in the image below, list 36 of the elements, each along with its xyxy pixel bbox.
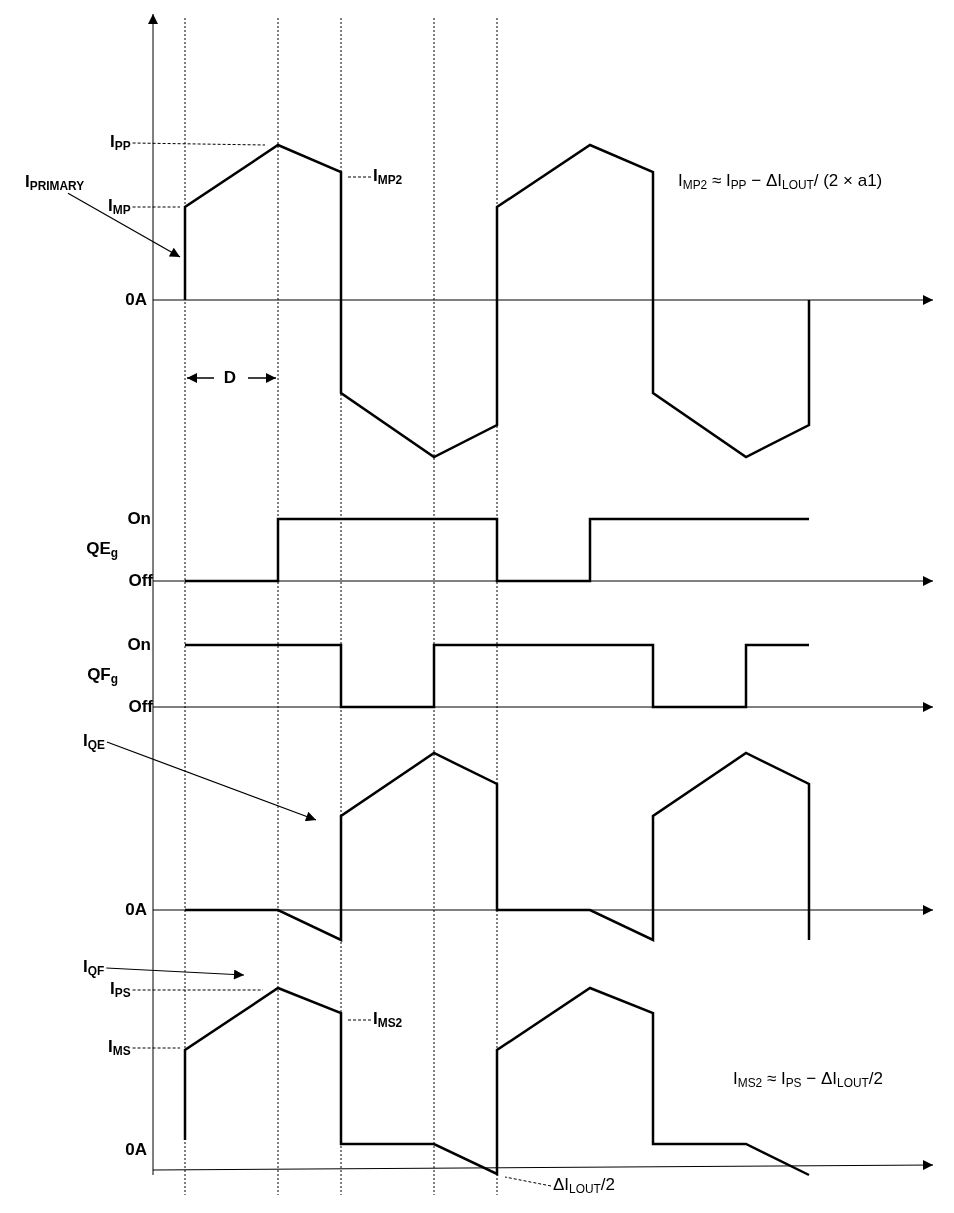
waveform bbox=[183, 986, 810, 1177]
signal-label: I$_{QE}$ bbox=[83, 731, 105, 753]
formula: I$_{MP2}$ ≈ I$_{PP}$ − ΔI$_{LOUT}$/ (2 × a1) bbox=[678, 171, 883, 193]
formula: I$_{MS2}$ ≈ I$_{PS}$ − ΔI$_{LOUT}$/2 bbox=[733, 1069, 883, 1091]
arrow bbox=[67, 192, 181, 258]
signal-label: I$_{MP2}$ bbox=[373, 166, 403, 188]
leader-line bbox=[346, 1019, 372, 1021]
signal-label: I$_{MP}$ bbox=[108, 196, 131, 218]
level-label: Off bbox=[128, 697, 153, 717]
axis-label: 0A bbox=[125, 900, 147, 920]
leader-line bbox=[504, 1176, 552, 1187]
level-label: On bbox=[127, 635, 151, 655]
level-label: On bbox=[127, 509, 151, 529]
leader-line bbox=[132, 989, 264, 991]
dimension-label: D bbox=[223, 368, 237, 388]
signal-label: QE$_{g}$ bbox=[86, 539, 118, 561]
signal-label: I$_{QF}$ bbox=[83, 957, 105, 979]
axis-label: 0A bbox=[125, 290, 147, 310]
signal-label: QF$_{g}$ bbox=[87, 665, 118, 687]
signal-label: I$_{MS}$ bbox=[108, 1037, 131, 1059]
signal-label: I$_{PRIMARY}$ bbox=[25, 172, 85, 194]
waveform bbox=[185, 517, 809, 583]
signal-label: ΔI$_{LOUT}$/2 bbox=[553, 1175, 615, 1197]
arrow bbox=[106, 741, 317, 822]
leader-line bbox=[132, 142, 266, 146]
signal-label: I$_{PP}$ bbox=[110, 132, 131, 154]
leader-line bbox=[132, 206, 181, 208]
level-label: Off bbox=[128, 571, 153, 591]
leader-line bbox=[132, 1047, 181, 1049]
leader-line bbox=[346, 176, 372, 178]
arrow bbox=[105, 967, 245, 980]
signal-label: I$_{PS}$ bbox=[110, 979, 131, 1001]
signal-label: I$_{MS2}$ bbox=[373, 1009, 403, 1031]
waveform bbox=[185, 643, 809, 709]
axis-label: 0A bbox=[125, 1140, 147, 1160]
waveform bbox=[185, 751, 811, 942]
